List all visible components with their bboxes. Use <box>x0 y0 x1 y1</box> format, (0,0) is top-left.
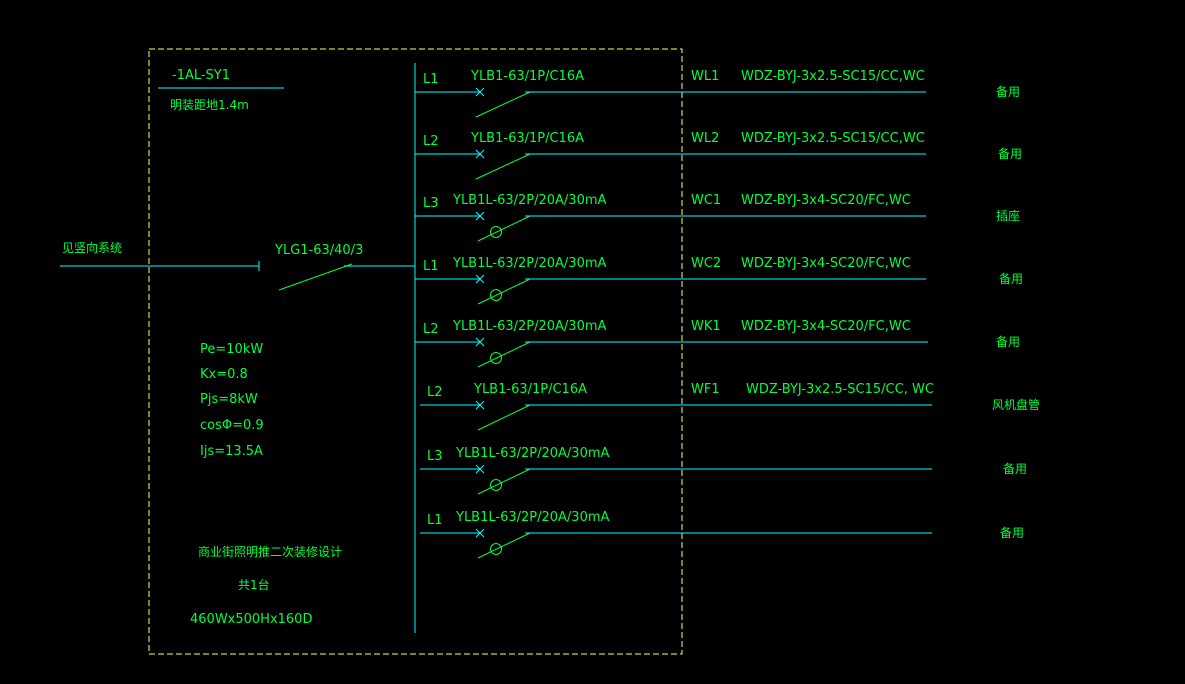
circuit-7-blade <box>477 468 531 495</box>
circuit-6-breaker-mark-2 <box>475 400 485 410</box>
circuit-3-code: WC1 <box>691 193 722 208</box>
circuit-3-blade <box>477 215 531 242</box>
main-breaker-blade <box>278 263 353 291</box>
circuit-8-use: 备用 <box>1000 526 1025 540</box>
circuit-1-breaker-mark-2 <box>475 87 485 97</box>
circuit-5-breaker-mark-2 <box>475 337 485 347</box>
circuit-1-blade <box>475 91 531 118</box>
circuit-5-rcd-symbol <box>490 352 502 364</box>
circuit-8-breaker-mark-2 <box>475 528 485 538</box>
circuit-7-rcd-symbol <box>490 479 502 491</box>
circuit-5-phase: L2 <box>423 322 439 337</box>
mount-note: 明装距地1.4m <box>170 98 249 112</box>
circuit-2-code: WL2 <box>691 131 720 146</box>
circuit-3-cable: WDZ-BYJ-3x4-SC20/FC,WC <box>741 193 911 208</box>
panel-id: -1AL-SY1 <box>172 68 231 83</box>
circuit-6-breaker-label: YLB1-63/1P/C16A <box>474 382 587 397</box>
circuit-2-phase: L2 <box>423 134 439 149</box>
circuit-2-cable: WDZ-BYJ-3x2.5-SC15/CC,WC <box>741 131 925 146</box>
circuit-7-breaker-label: YLB1L-63/2P/20A/30mA <box>456 446 610 461</box>
circuit-6-code: WF1 <box>691 382 720 397</box>
circuit-1-use: 备用 <box>996 85 1021 99</box>
circuit-6-use: 风机盘管 <box>992 398 1041 412</box>
circuit-6-cable: WDZ-BYJ-3x2.5-SC15/CC, WC <box>746 382 934 397</box>
calc-cos: cosΦ=0.9 <box>200 418 264 433</box>
circuit-7-breaker-mark-2 <box>475 464 485 474</box>
circuit-7-phase: L3 <box>427 449 443 464</box>
circuit-4-cable: WDZ-BYJ-3x4-SC20/FC,WC <box>741 256 911 271</box>
circuit-1-breaker-label: YLB1-63/1P/C16A <box>471 69 584 84</box>
calc-pe: Pe=10kW <box>200 342 264 357</box>
circuit-1-cable: WDZ-BYJ-3x2.5-SC15/CC,WC <box>741 69 925 84</box>
circuit-4-breaker-mark-2 <box>475 274 485 284</box>
project-name: 商业街照明推二次装修设计 <box>198 545 343 559</box>
calc-pjs: Pjs=8kW <box>200 392 258 407</box>
circuit-3-rcd-symbol <box>490 226 502 238</box>
circuit-4-use: 备用 <box>999 272 1024 286</box>
circuit-5-cable: WDZ-BYJ-3x4-SC20/FC,WC <box>741 319 911 334</box>
circuit-5-breaker-label: YLB1L-63/2P/20A/30mA <box>453 319 607 334</box>
circuit-7-use: 备用 <box>1003 462 1028 476</box>
circuit-2-blade <box>475 153 531 180</box>
enclosure-frame <box>148 48 683 655</box>
circuit-3-breaker-mark-2 <box>475 211 485 221</box>
source-note: 见竖向系统 <box>62 241 123 255</box>
circuit-4-blade <box>477 278 531 305</box>
circuit-2-breaker-mark-2 <box>475 149 485 159</box>
circuit-3-breaker-label: YLB1L-63/2P/20A/30mA <box>453 193 607 208</box>
panel-count: 共1台 <box>238 578 270 592</box>
circuit-3-use: 插座 <box>996 209 1021 223</box>
circuit-1-code: WL1 <box>691 69 720 84</box>
circuit-4-code: WC2 <box>691 256 722 271</box>
main-breaker-label: YLG1-63/40/3 <box>275 243 364 258</box>
circuit-6-blade <box>477 404 531 431</box>
circuit-4-rcd-symbol <box>490 289 502 301</box>
circuit-4-phase: L1 <box>423 259 439 274</box>
circuit-8-breaker-label: YLB1L-63/2P/20A/30mA <box>456 510 610 525</box>
circuit-5-code: WK1 <box>691 319 721 334</box>
circuit-3-phase: L3 <box>423 196 439 211</box>
circuit-4-breaker-label: YLB1L-63/2P/20A/30mA <box>453 256 607 271</box>
circuit-8-phase: L1 <box>427 513 443 528</box>
calc-ijs: Ijs=13.5A <box>200 444 263 459</box>
panel-size: 460Wx500Hx160D <box>190 612 313 627</box>
circuit-6-phase: L2 <box>427 385 443 400</box>
circuit-5-use: 备用 <box>996 335 1021 349</box>
circuit-2-breaker-label: YLB1-63/1P/C16A <box>471 131 584 146</box>
calc-kx: Kx=0.8 <box>200 367 248 382</box>
circuit-5-blade <box>477 341 531 368</box>
circuit-8-blade <box>477 532 531 559</box>
circuit-8-rcd-symbol <box>490 543 502 555</box>
circuits-layer <box>415 87 932 559</box>
circuit-1-phase: L1 <box>423 72 439 87</box>
circuit-2-use: 备用 <box>998 147 1023 161</box>
